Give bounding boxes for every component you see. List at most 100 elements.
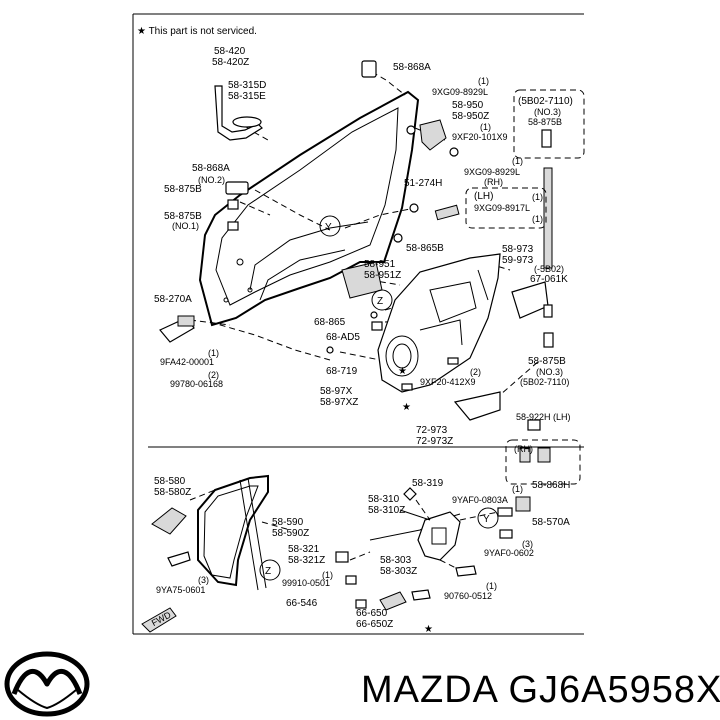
- label-58-310z: 58-310Z: [368, 505, 405, 516]
- callout-z-upper: [371, 289, 393, 311]
- nut-upper-1: [449, 147, 459, 157]
- label-58-950: 58-950: [452, 100, 484, 111]
- not-serviced-note: ★ This part is not serviced.: [137, 26, 257, 37]
- hinge-58-580: [151, 507, 187, 535]
- clip-58-875b-no1: [227, 221, 239, 231]
- label-58-922h-lh: 58-922H (LH): [516, 412, 571, 422]
- label-58-270a: 58-270A: [154, 294, 192, 305]
- label-58-973: 58-973: [502, 244, 534, 255]
- label-lh: (LH): [474, 191, 493, 202]
- label-72-973: 72-973: [416, 425, 448, 436]
- callout-z-lower: [259, 559, 281, 581]
- label-9xg09-8917l: 9XG09-8917L: [474, 203, 530, 213]
- label-58-310: 58-310: [368, 494, 400, 505]
- label-58-950z: 58-950Z: [452, 111, 489, 122]
- callout-y-upper: [319, 215, 341, 237]
- label-58-97x: 58-97X: [320, 386, 353, 397]
- label-68-865: 68-865: [314, 317, 346, 328]
- box-rh: [505, 439, 581, 485]
- label-qty-9yaf0-0602: (3): [522, 539, 533, 549]
- label-qty-9xg09-top: (1): [478, 76, 489, 86]
- label-qty-9fa42: (1): [208, 348, 219, 358]
- screw-9xf20-412x9: [447, 357, 459, 365]
- label-9yaf0-0602: 9YAF0-0602: [484, 548, 534, 558]
- label-58-315e: 58-315E: [228, 91, 266, 102]
- mirror-bracket-58-950: [419, 119, 447, 151]
- label-qty-lh-1: (1): [532, 192, 543, 202]
- handle-grip: [232, 116, 262, 128]
- mazda-logo: [4, 651, 90, 717]
- label-58-590z: 58-590Z: [272, 528, 309, 539]
- label-58-875b-no1: 58-875B: [164, 211, 202, 222]
- screw-lower: [411, 589, 431, 601]
- label-58-865b: 58-865B: [406, 243, 444, 254]
- star-marker-1: ★: [398, 366, 407, 377]
- callout-y-lower: [477, 507, 499, 529]
- star-marker-2: ★: [402, 402, 411, 413]
- label-58-303z: 58-303Z: [380, 566, 417, 577]
- label-9xf20-412x9: 9XF20-412X9: [420, 377, 476, 387]
- box-lh: [465, 187, 547, 229]
- part-68-ad5: [371, 321, 383, 331]
- arrow-rh-lh: [527, 419, 541, 431]
- part-58-570a: [515, 496, 531, 512]
- label-58-875b-box: 58-875B: [528, 117, 562, 127]
- part-99910-0501: [345, 575, 357, 585]
- box-5b02-7110: [513, 89, 585, 159]
- label-qty-90760: (1): [486, 581, 497, 591]
- label-no3-lower: (NO.3): [536, 367, 563, 377]
- label-58-420: 58-420: [214, 46, 246, 57]
- label-58-97xz: 58-97XZ: [320, 397, 358, 408]
- label-qty-9xf20: (1): [480, 122, 491, 132]
- label-9ya75-0601: 9YA75-0601: [156, 585, 205, 595]
- label-68-719: 68-719: [326, 366, 358, 377]
- label-58-951z: 58-951Z: [364, 270, 401, 281]
- clip-58-319: [403, 487, 417, 501]
- label-qty-lh-2: (1): [532, 214, 543, 224]
- clip-58-875b-box: [541, 129, 552, 148]
- label-58-319: 58-319: [412, 478, 444, 489]
- clip-rh-1: [519, 447, 531, 463]
- part-number-title: MAZDA GJ6A5958X: [361, 669, 720, 711]
- callout-y-lower-text: Y: [483, 514, 490, 525]
- label-qty-9xg09-rh: (1): [512, 156, 523, 166]
- label-66-546: 66-546: [286, 598, 318, 609]
- label-qty-9xf20-412: (2): [470, 367, 481, 377]
- label-qty-99780: (2): [208, 370, 219, 380]
- label-qty-9yaf0-0803a: (1): [512, 484, 523, 494]
- part-66-650: [379, 591, 407, 611]
- screw-58-97x: [401, 383, 413, 391]
- lower-leader-lines: [189, 489, 499, 569]
- door-module-panel: [377, 253, 501, 393]
- label-58-580: 58-580: [154, 476, 186, 487]
- label-58-420z: 58-420Z: [212, 57, 249, 68]
- part-58-321: [335, 551, 349, 563]
- label-66-650: 66-650: [356, 608, 388, 619]
- trim-72-973: [453, 391, 501, 421]
- label-58-868a-top: 58-868A: [393, 62, 431, 73]
- label-no1: (NO.1): [172, 221, 199, 231]
- part-68-865: [370, 311, 378, 319]
- bolt-9ya75: [167, 551, 191, 567]
- label-5b02-7110-top: (5B02-7110): [518, 96, 573, 107]
- label-58-315d: 58-315D: [228, 80, 266, 91]
- label-58-875b-no2: 58-875B: [164, 184, 202, 195]
- label-rh-lower: (RH): [514, 444, 533, 454]
- part-68-719: [326, 346, 334, 354]
- label-no3-top: (NO.3): [534, 107, 561, 117]
- window-regulator-drawing: [197, 474, 269, 591]
- callout-z-lower-text: Z: [265, 566, 271, 577]
- hinge-plate: [177, 315, 195, 327]
- label-59-973: 59-973: [502, 255, 534, 266]
- label-99780-06168: 99780-06168: [170, 379, 223, 389]
- label-9xg09-8929l-top: 9XG09-8929L: [432, 87, 488, 97]
- label-5b02-dash: (-5B02): [534, 264, 564, 274]
- label-58-303: 58-303: [380, 555, 412, 566]
- label-5b02-7110-lower: (5B02-7110): [520, 377, 569, 387]
- label-9fa42-00001: 9FA42-00001: [160, 357, 214, 367]
- nut-51-274h: [409, 203, 419, 213]
- clip-58-875b-right: [543, 304, 553, 318]
- callout-z-upper-text: Z: [377, 296, 383, 307]
- clip-58-875b-no2: [227, 199, 239, 210]
- clip-58-868a-top: [361, 60, 377, 78]
